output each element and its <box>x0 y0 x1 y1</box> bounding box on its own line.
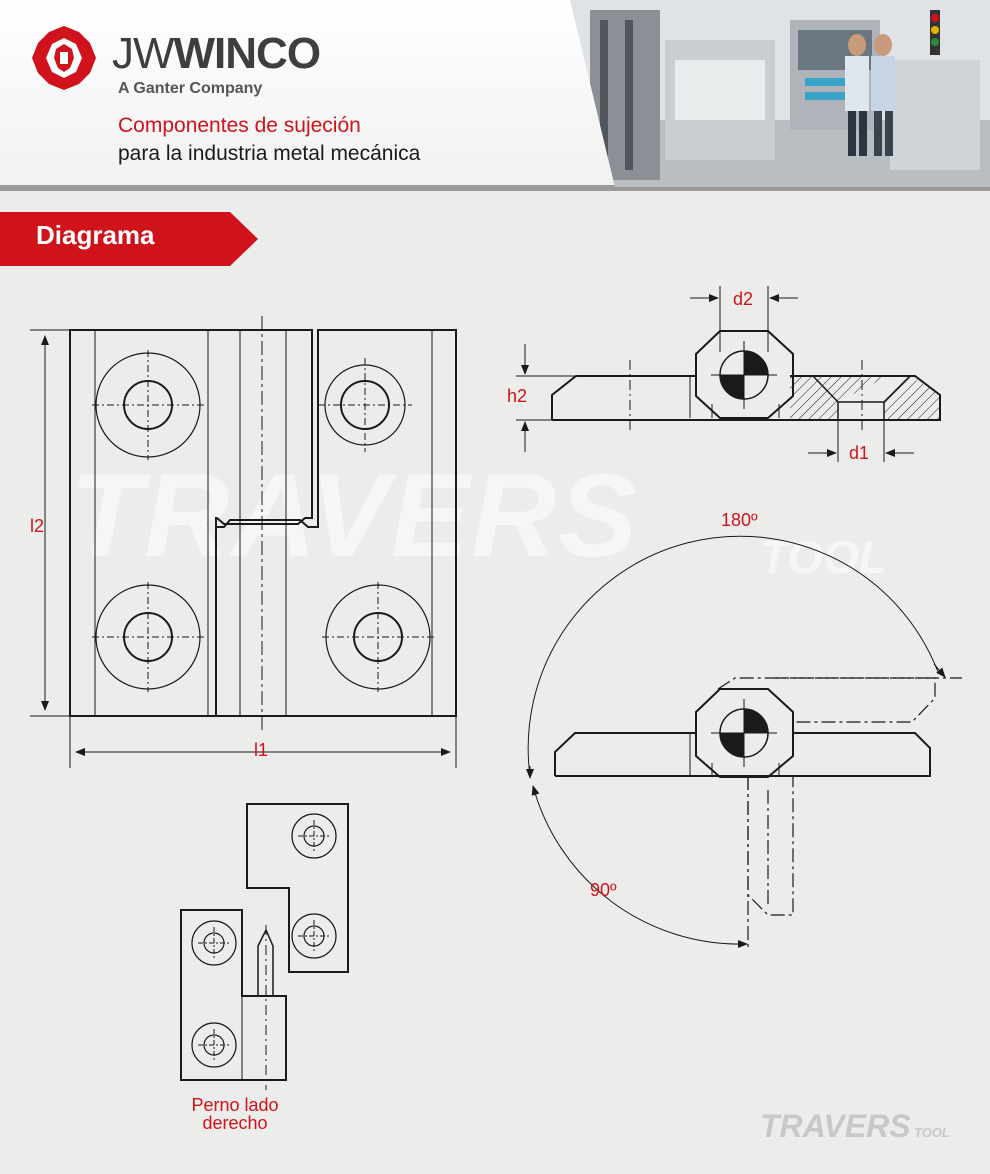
brand-name: JWWINCO <box>112 29 322 78</box>
dim-label-l2: l2 <box>30 516 44 536</box>
watermark-footer-sub: TOOL <box>914 1125 950 1140</box>
dim-label-l1: l1 <box>254 740 268 760</box>
watermark-main: TRAVERS <box>70 450 640 582</box>
header-divider <box>0 185 990 191</box>
hinge-front-view <box>30 316 457 768</box>
pin-note: Perno lado derecho <box>160 1096 310 1132</box>
angle-label-90: 90º <box>590 880 617 900</box>
section-title: Diagrama <box>36 220 155 250</box>
angle-label-180: 180º <box>721 510 758 530</box>
dim-label-d2: d2 <box>733 289 753 309</box>
factory-photo <box>570 0 990 187</box>
brand-light: JW <box>112 29 175 78</box>
watermark-footer: TRAVERS <box>760 1108 911 1144</box>
hinge-technical-drawing: l2 l1 d2 h2 <box>30 286 962 1090</box>
brand-bold: WINCO <box>173 29 322 78</box>
pin-note-line1: Perno lado <box>191 1095 279 1115</box>
hinge-rotation-view <box>526 535 962 948</box>
watermark-sub: TOOL <box>760 531 887 583</box>
dim-label-h2: h2 <box>507 386 527 406</box>
hinge-side-view <box>516 286 941 462</box>
pin-note-line2: derecho <box>202 1113 268 1133</box>
hinge-pin-view <box>180 803 349 1090</box>
dim-label-d1: d1 <box>849 443 869 463</box>
tagline-red: Componentes de sujeción <box>118 114 361 137</box>
tagline-black: para la industria metal mecánica <box>118 142 421 165</box>
jwwinco-logo-icon <box>32 26 96 90</box>
section-banner <box>0 212 258 266</box>
brand-subtitle: A Ganter Company <box>118 80 263 97</box>
